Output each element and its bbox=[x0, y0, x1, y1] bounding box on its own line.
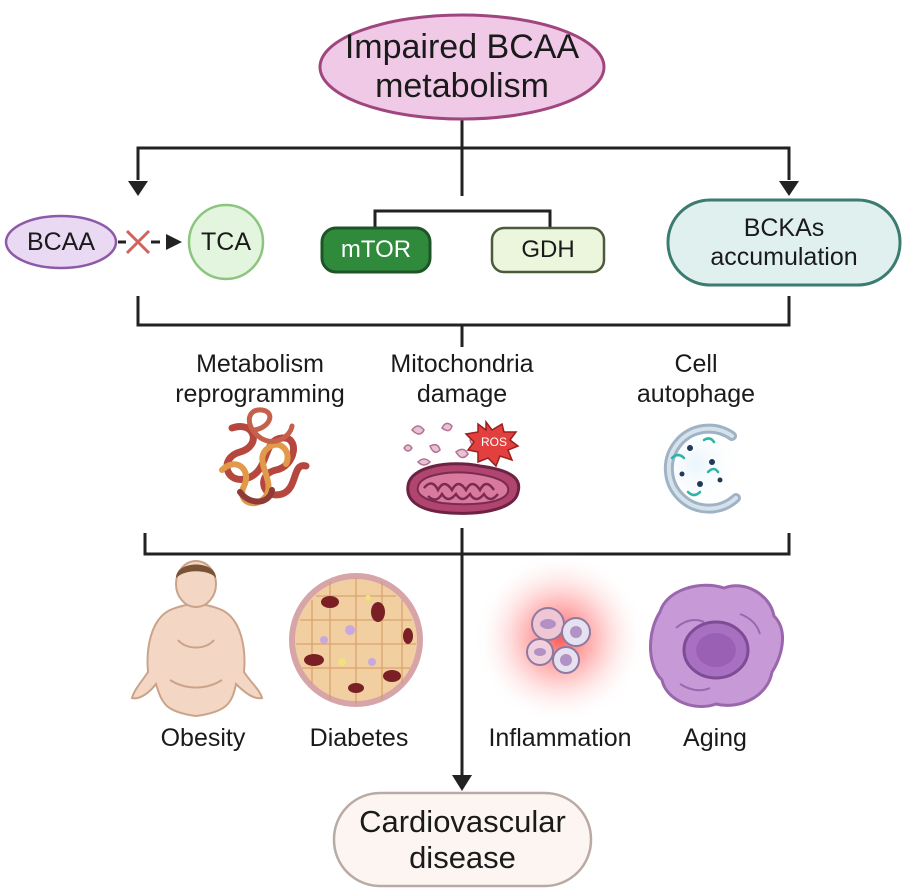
mtor-node-shape bbox=[320, 226, 432, 274]
autophagosome-icon bbox=[648, 416, 744, 514]
outcome-node-label: Cardiovascular disease bbox=[334, 793, 591, 886]
pancreatic-islet-icon bbox=[289, 573, 423, 707]
top-node-line1: Impaired BCAA bbox=[344, 27, 580, 66]
ros-badge-label: ROS bbox=[480, 435, 507, 449]
bcaa-node-shape bbox=[4, 214, 118, 270]
condition-inflammation-label: Inflammation bbox=[488, 724, 632, 752]
obese-person-icon bbox=[130, 560, 264, 718]
mechanism-metabolism-line2: reprogramming bbox=[175, 379, 345, 408]
mechanism-autophage-line1: Cell bbox=[674, 350, 718, 378]
bckas-node-label: BCKAs accumulation bbox=[668, 200, 900, 285]
mechanism-mitochondria-label: Mitochondria damage bbox=[370, 350, 554, 409]
gdh-text: GDH bbox=[521, 236, 575, 264]
bckas-line1: BCKAs bbox=[743, 213, 825, 242]
condition-aging-label: Aging bbox=[683, 724, 747, 752]
outcome-node-shape bbox=[332, 791, 593, 888]
blocked-arrow-icon bbox=[118, 229, 182, 255]
mechanism-autophage-label: Cell autophage bbox=[610, 350, 782, 409]
outcome-line1: Cardiovascular bbox=[359, 803, 566, 839]
arrowheads bbox=[128, 181, 799, 791]
mechanism-mitochondria-line2: damage bbox=[416, 379, 508, 408]
mechanism-metabolism-label: Metabolism reprogramming bbox=[160, 350, 360, 409]
condition-diabetes-label: Diabetes bbox=[309, 724, 409, 752]
connector-lines bbox=[136, 118, 791, 776]
protein-coil-icon bbox=[219, 407, 310, 507]
damaged-mitochondrion-icon bbox=[403, 422, 521, 515]
bcaa-text: BCAA bbox=[26, 227, 96, 256]
mechanism-mitochondria-line1: Mitochondria bbox=[390, 350, 534, 378]
outcome-line2: disease bbox=[409, 839, 516, 875]
mechanism-autophage-line2: autophage bbox=[636, 379, 756, 408]
mechanism-metabolism-line1: Metabolism bbox=[196, 350, 324, 378]
ros-burst-icon bbox=[464, 419, 520, 468]
tca-text: TCA bbox=[201, 227, 251, 256]
senescent-cell-icon bbox=[649, 583, 784, 708]
bckas-node-shape bbox=[666, 198, 902, 287]
mtor-node-label: mTOR bbox=[322, 228, 430, 272]
top-node-label: Impaired BCAA metabolism bbox=[320, 15, 604, 119]
gdh-node-label: GDH bbox=[492, 228, 604, 272]
tca-node-label: TCA bbox=[189, 205, 263, 279]
gdh-node-shape bbox=[490, 226, 606, 274]
top-node-line2: metabolism bbox=[375, 67, 549, 105]
bckas-line2: accumulation bbox=[710, 242, 858, 271]
inflamed-cells-icon bbox=[474, 552, 646, 724]
top-node-shape bbox=[318, 13, 606, 121]
tca-node-shape bbox=[187, 203, 265, 281]
bcaa-node-label: BCAA bbox=[6, 216, 116, 268]
condition-obesity-label: Obesity bbox=[160, 724, 246, 752]
mtor-text: mTOR bbox=[340, 236, 412, 264]
